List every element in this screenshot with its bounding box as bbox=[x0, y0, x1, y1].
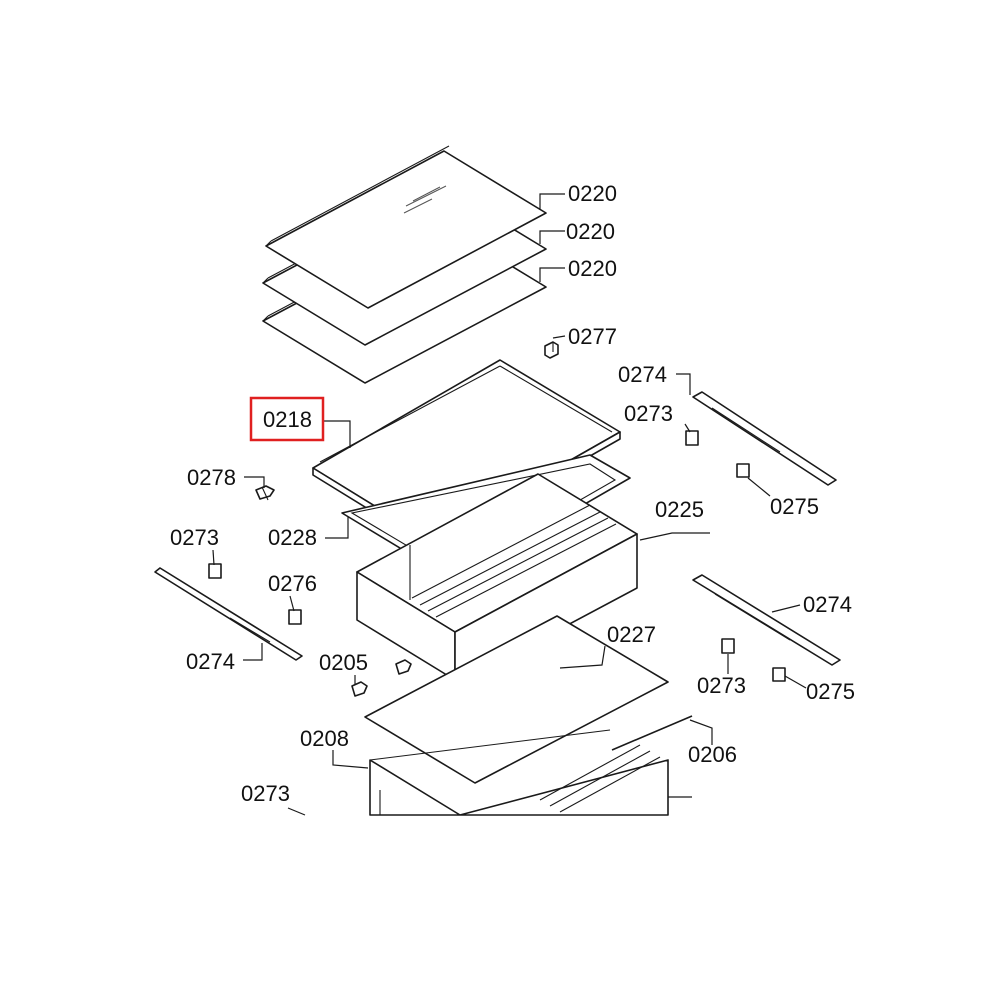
clip-0277 bbox=[544, 341, 559, 359]
label-0273-left: 0273 bbox=[170, 525, 219, 550]
label-0220-1: 0220 bbox=[568, 181, 617, 206]
bracket-0273-left bbox=[208, 563, 222, 579]
bracket-0275-upper bbox=[736, 463, 750, 478]
label-0274-left: 0274 bbox=[186, 649, 235, 674]
label-0220-2: 0220 bbox=[566, 219, 615, 244]
label-0205: 0205 bbox=[319, 650, 368, 675]
label-0273-bottom: 0273 bbox=[241, 781, 290, 806]
label-0276: 0276 bbox=[268, 571, 317, 596]
clip-0205 bbox=[351, 659, 412, 697]
label-0278: 0278 bbox=[187, 465, 236, 490]
clip-0278 bbox=[255, 485, 275, 501]
label-0225: 0225 bbox=[655, 497, 704, 522]
rod-0206 bbox=[611, 715, 693, 751]
label-0206: 0206 bbox=[688, 742, 737, 767]
rail-0274-upper bbox=[692, 391, 837, 486]
bracket-0273-right bbox=[721, 638, 735, 654]
label-0273-right: 0273 bbox=[697, 673, 746, 698]
label-0208: 0208 bbox=[300, 726, 349, 751]
label-0220-3: 0220 bbox=[568, 256, 617, 281]
label-0274-upper: 0274 bbox=[618, 362, 667, 387]
glass-shelf-0220-1 bbox=[265, 145, 547, 309]
bracket-0276 bbox=[288, 609, 302, 625]
highlight-box bbox=[249, 396, 325, 442]
label-0274-right: 0274 bbox=[803, 592, 852, 617]
leader-lines bbox=[212, 193, 807, 816]
lower-drawer-0208 bbox=[369, 729, 669, 816]
rail-0274-right bbox=[692, 574, 841, 666]
label-0273-upper: 0273 bbox=[624, 401, 673, 426]
label-0227: 0227 bbox=[607, 622, 656, 647]
label-0228: 0228 bbox=[268, 525, 317, 550]
label-0275-right: 0275 bbox=[806, 679, 855, 704]
label-0275-upper: 0275 bbox=[770, 494, 819, 519]
label-0218: 0218 bbox=[263, 407, 312, 432]
rail-0274-left bbox=[154, 567, 303, 661]
bracket-0275-right bbox=[772, 667, 786, 682]
bracket-0273-upper bbox=[685, 430, 699, 446]
label-0277: 0277 bbox=[568, 324, 617, 349]
glass-cover-0227 bbox=[364, 615, 669, 784]
